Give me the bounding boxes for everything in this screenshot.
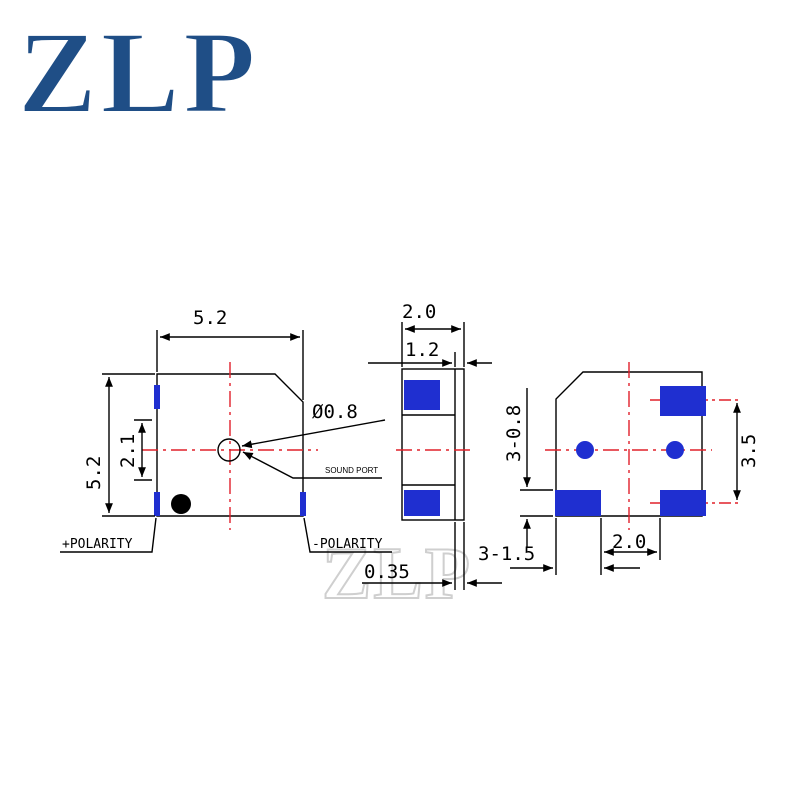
- front-pad-bottom-right: [300, 492, 306, 516]
- side-offset-label: 0.35: [364, 561, 410, 583]
- watermark: ZLP: [322, 533, 472, 615]
- pad-dot-right: [666, 441, 684, 459]
- front-pad-bottom-left: [154, 492, 160, 516]
- pad-spacing-label: 2.0: [612, 531, 646, 553]
- pad-top-right: [660, 386, 706, 416]
- pad-bottom-right: [660, 490, 706, 516]
- side-body-outline: [401, 368, 465, 521]
- front-pad-top-left: [154, 385, 160, 409]
- front-port-spacing-label: 2.1: [117, 434, 139, 468]
- plus-polarity-label: +POLARITY: [62, 537, 133, 552]
- minus-polarity-leader: [303, 517, 392, 553]
- pad-bottom-left: [555, 490, 601, 516]
- logo-text: ZLP: [18, 7, 260, 138]
- front-view: [60, 330, 392, 553]
- plus-polarity-leader: [60, 517, 157, 553]
- pad-view: [510, 362, 741, 575]
- pad-dot-left: [576, 441, 594, 459]
- minus-polarity-label: -POLARITY: [312, 537, 383, 552]
- hole-leader: [241, 419, 386, 449]
- sound-port-label: SOUND PORT: [325, 466, 378, 475]
- sound-port-leader: [242, 451, 382, 479]
- pad-width-label: 3-1.5: [478, 543, 535, 565]
- brand-logo: ZLP: [17, 6, 260, 139]
- side-body-label: 1.2: [405, 339, 439, 361]
- front-width-label: 5.2: [193, 307, 227, 329]
- pad-height-label: 3-0.8: [503, 405, 525, 462]
- pad-pitch-label: 3.5: [738, 434, 760, 468]
- hole-label: Ø0.8: [312, 401, 358, 423]
- front-height-label: 5.2: [83, 456, 105, 490]
- side-pad-bottom: [404, 490, 440, 516]
- side-total-label: 2.0: [402, 301, 436, 323]
- polarity-dot: [171, 494, 191, 514]
- side-pad-top: [404, 380, 440, 410]
- side-view: [362, 322, 502, 590]
- sound-port-hole: [217, 438, 241, 462]
